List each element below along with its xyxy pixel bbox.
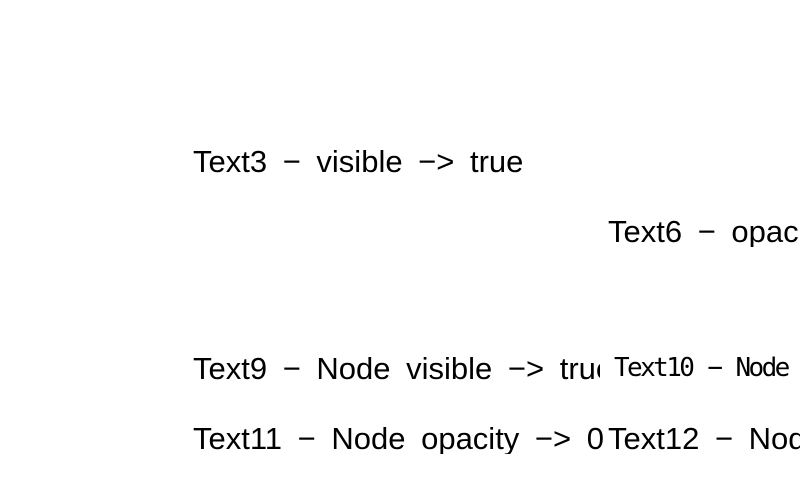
text3-label: Text3 − visible −> true <box>193 146 524 177</box>
text11-label: Text11 − Node opacity −> 0 <box>193 423 603 454</box>
text12-label: Text12 − Node <box>608 423 800 454</box>
text9-label: Text9 − Node visible −> true <box>193 353 600 384</box>
text10-label: Text10 − Node <box>614 355 790 381</box>
text6-label: Text6 − opacity <box>608 216 800 247</box>
